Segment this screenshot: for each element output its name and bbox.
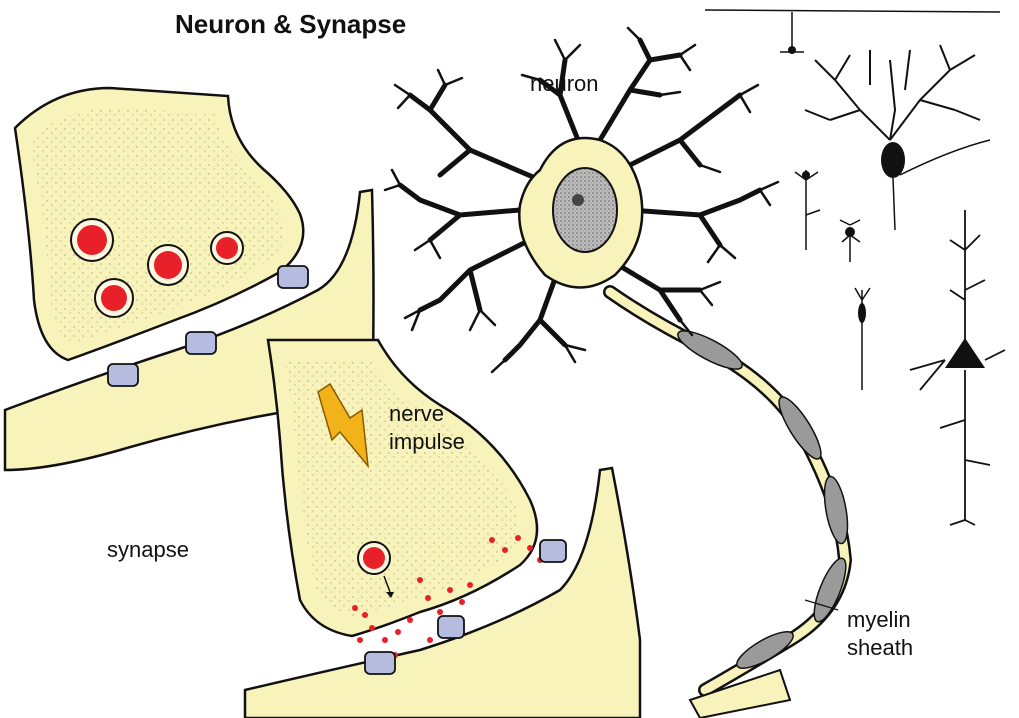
neuron-types	[704, 9, 1006, 526]
neurotransmitter-particles	[352, 535, 543, 658]
page-title: Neuron & Synapse	[175, 9, 407, 39]
purkinje-cell	[804, 44, 981, 141]
myelin-sheath	[677, 330, 849, 669]
synapse-active	[243, 338, 642, 718]
receptors-bottom	[364, 539, 567, 675]
nerve-label: nerve	[389, 401, 445, 426]
impulse-label: impulse	[389, 429, 465, 454]
sheath-label: sheath	[847, 635, 914, 660]
vesicle-group-top	[70, 218, 244, 318]
synapse-label: synapse	[107, 537, 189, 562]
neuron-label: neuron	[530, 71, 599, 96]
nerve-impulse-arrow	[317, 382, 370, 469]
nucleus	[552, 167, 618, 253]
dendrites	[397, 37, 763, 363]
myelin-label: myelin	[847, 607, 911, 632]
neuron-drawing	[383, 26, 853, 718]
receptors-top	[107, 265, 309, 387]
